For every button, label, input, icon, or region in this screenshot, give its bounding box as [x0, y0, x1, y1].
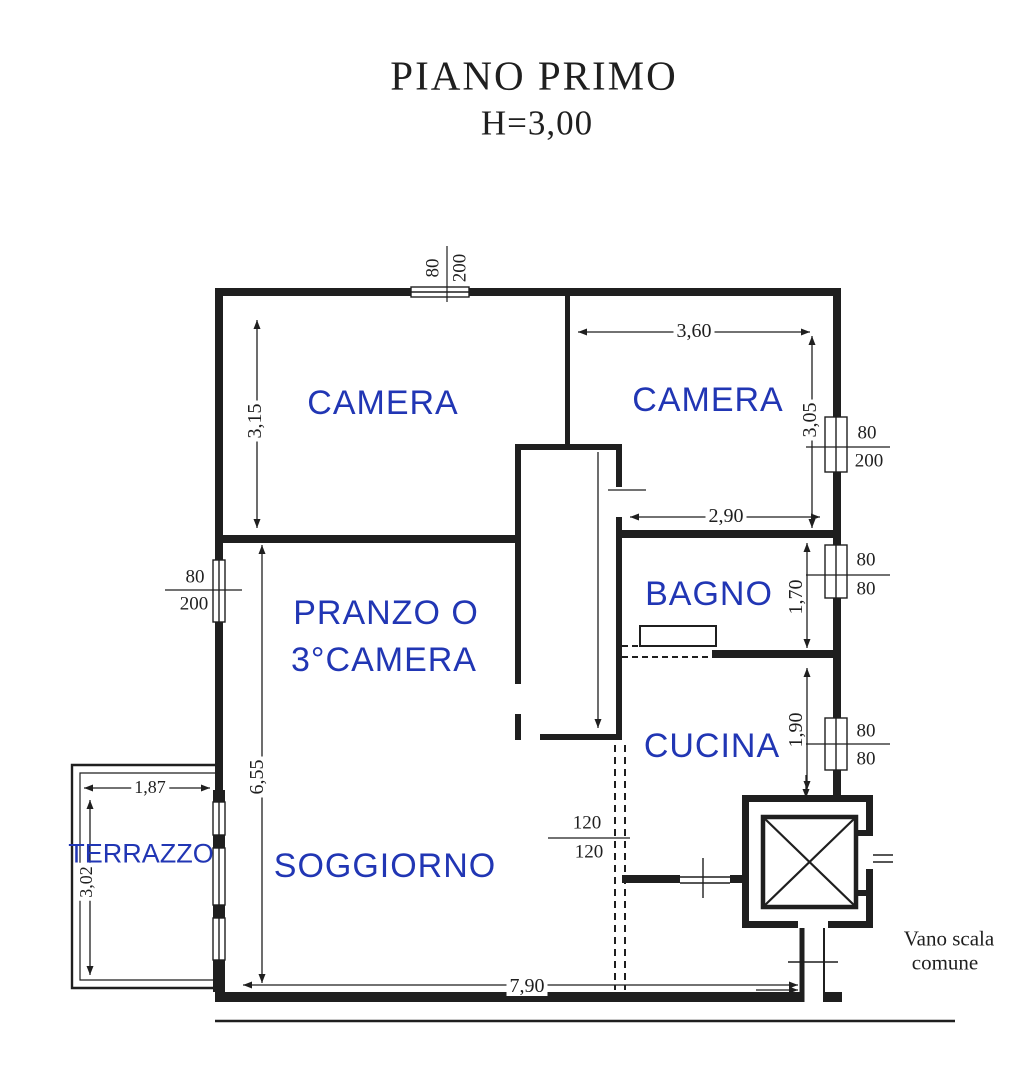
room-label-camera-left: CAMERA	[307, 384, 459, 422]
stairwell-label-line1: Vano scala	[903, 926, 995, 951]
window-size-top-height: 200	[449, 251, 471, 285]
dimension-label-bagno-depth: 1,70	[785, 576, 807, 618]
room-label-terrazzo: TERRAZZO	[68, 838, 214, 869]
room-label-cucina: CUCINA	[643, 727, 781, 765]
window-size-bagno-width: 80	[854, 549, 878, 571]
elevator-box	[760, 814, 859, 910]
dimension-label-camera-left-depth: 3,15	[244, 400, 266, 442]
dimension-label-living-depth: 6,55	[246, 756, 268, 798]
room-label-bagno: BAGNO	[645, 575, 773, 613]
dimension-label-camera-right-width: 3,60	[673, 321, 715, 341]
dimension-label-apartment-width: 7,90	[506, 976, 548, 996]
dimension-arrows	[84, 320, 820, 994]
room-label-soggiorno: SOGGIORNO	[273, 847, 497, 885]
dimension-label-bagno-width: 2,90	[705, 506, 747, 526]
dimension-label-terrace-width: 1,87	[131, 778, 169, 796]
room-label-camera-right: CAMERA	[632, 381, 784, 419]
partitions	[215, 489, 955, 1023]
window-size-camera-right-height: 200	[852, 450, 886, 472]
stairwell-label-line2: comune	[911, 950, 979, 975]
room-label-pranzo-line2: 3°CAMERA	[291, 641, 477, 679]
room-label-pranzo-line1: PRANZO O	[293, 594, 479, 632]
stairwell-elevator	[760, 814, 893, 1002]
bagno-fixture	[639, 625, 717, 647]
window-size-camera-right-width: 80	[855, 422, 879, 444]
window-size-cucina-width: 80	[854, 720, 878, 742]
walls	[213, 288, 873, 1002]
dimension-label-terrace-depth: 3,02	[76, 863, 96, 901]
window-size-left-height: 200	[177, 593, 211, 615]
passage-size-width: 120	[570, 812, 604, 834]
window-size-bagno-height: 80	[854, 578, 878, 600]
window-size-left-width: 80	[183, 566, 207, 588]
window-size-top-width: 80	[422, 256, 444, 280]
dimension-label-cucina-depth: 1,90	[785, 709, 807, 751]
plan-title: PIANO PRIMO	[390, 52, 678, 99]
plan-height-note: H=3,00	[480, 103, 594, 143]
windows	[212, 286, 848, 961]
window-size-cucina-height: 80	[854, 748, 878, 770]
passage-size-height: 120	[572, 841, 606, 863]
dimension-label-camera-right-depth: 3,05	[799, 399, 821, 441]
